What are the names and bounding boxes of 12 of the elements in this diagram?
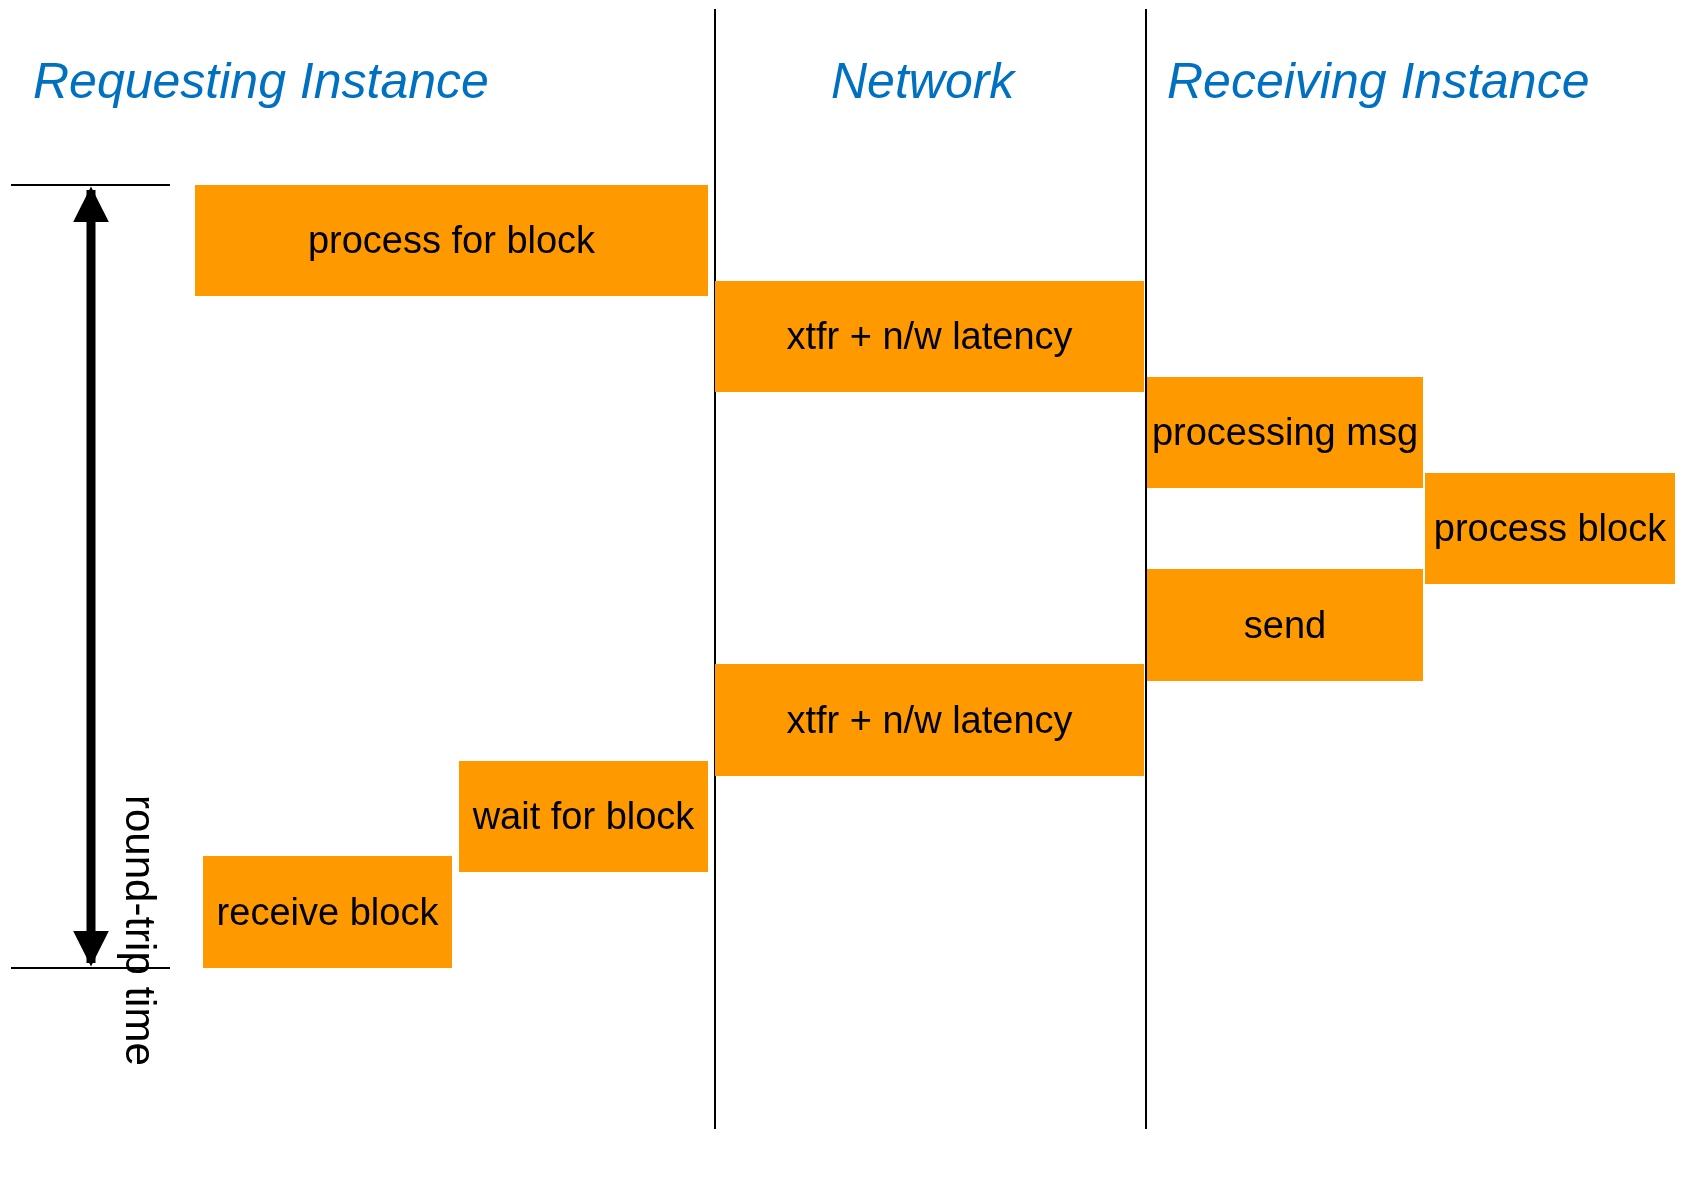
process-box: xtfr + n/w latency — [715, 664, 1144, 776]
dimension-label: round-trip time — [116, 795, 164, 1066]
process-box: receive block — [203, 856, 452, 968]
process-box: processing msg — [1147, 377, 1423, 488]
process-box: xtfr + n/w latency — [715, 281, 1144, 392]
process-box: wait for block — [459, 761, 708, 872]
lane-heading: Requesting Instance — [33, 52, 489, 110]
process-box: process block — [1425, 473, 1675, 584]
lane-heading: Network — [831, 52, 1015, 110]
lane-heading: Receiving Instance — [1167, 52, 1590, 110]
process-box: send — [1147, 569, 1423, 681]
process-box: process for block — [195, 185, 708, 296]
